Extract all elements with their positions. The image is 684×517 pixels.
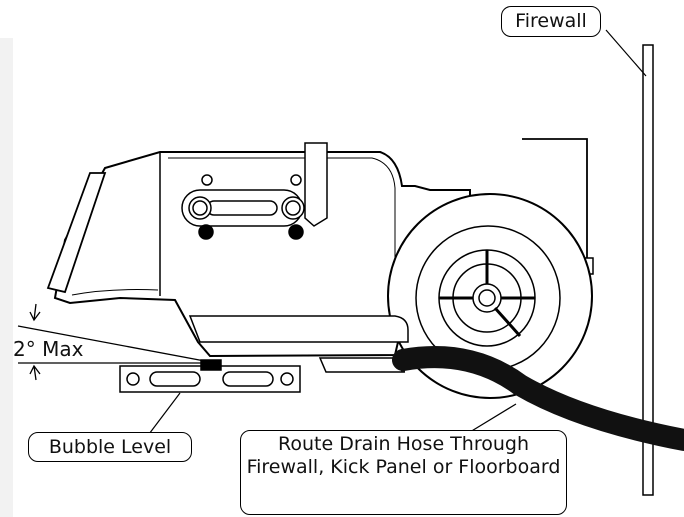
drain-tray	[188, 315, 409, 343]
bubble-level-vial-right	[222, 371, 274, 387]
unit-housing	[53, 151, 471, 358]
drain-fitting	[318, 357, 406, 373]
blower-spokes	[439, 250, 535, 337]
firewall-panel	[642, 44, 654, 496]
angle-max-label: 2° Max	[13, 337, 84, 361]
screw-right	[290, 174, 302, 186]
drain-route-label: Route Drain Hose Through Firewall, Kick …	[240, 430, 567, 515]
drain-hose	[392, 346, 684, 451]
mounting-plate-slot	[206, 200, 278, 216]
blower-hub-inner	[478, 289, 496, 307]
sensor-dot-right	[288, 224, 304, 240]
drain-callout-line	[469, 403, 517, 433]
bolt-right-inner	[285, 200, 301, 216]
mounting-bracket	[522, 138, 588, 300]
bubble-level-bolt-left	[126, 372, 140, 386]
housing-inner-panel	[71, 289, 159, 296]
bubble-level-top-vial	[200, 359, 222, 371]
angle-arrow-top	[29, 303, 41, 322]
top-mount-tab	[304, 142, 328, 227]
housing-top-curve	[168, 157, 396, 300]
firewall-callout-line	[605, 29, 647, 77]
bolt-left-inner	[192, 200, 208, 216]
bubble-level-vial-left	[149, 371, 201, 387]
angle-arrow-bottom	[29, 364, 41, 381]
firewall-label: Firewall	[501, 6, 601, 37]
bubble-level-label: Bubble Level	[28, 432, 192, 462]
angle-ref-top	[17, 325, 211, 363]
front-bezel	[46, 172, 107, 294]
bubble-level-bolt-right	[280, 372, 294, 386]
left-edge-strip	[0, 38, 13, 517]
sensor-dot-left	[198, 224, 214, 240]
screw-left	[201, 174, 213, 186]
